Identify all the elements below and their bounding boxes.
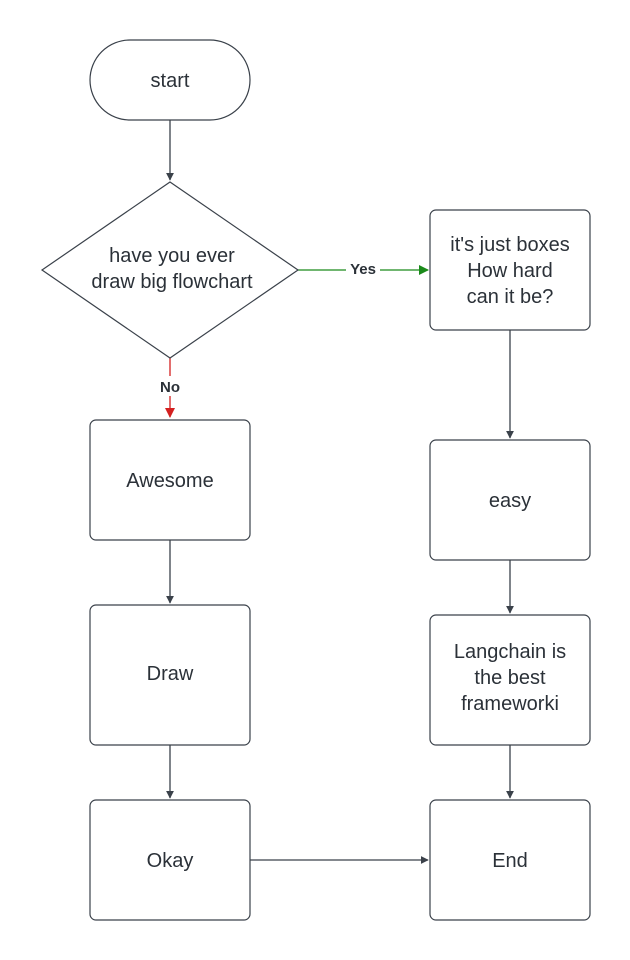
node-draw: Draw	[89, 604, 251, 746]
node-decision: have you ever draw big flowchart	[40, 181, 300, 359]
node-text-awesome: Awesome	[126, 470, 213, 492]
node-text-line: End	[492, 850, 528, 872]
node-text-easy: easy	[489, 490, 531, 512]
edges: Yes No	[155, 120, 514, 864]
node-text-line: Awesome	[126, 470, 213, 492]
node-langchain: Langchain is the best frameworki	[429, 614, 591, 746]
node-text-okay: Okay	[147, 850, 194, 872]
node-start: start	[89, 39, 251, 121]
node-easy: easy	[429, 439, 591, 561]
yes-label-bg	[346, 259, 380, 279]
node-text-langchain: Langchain is the best frameworki	[454, 641, 566, 715]
decision-diamond-shape	[40, 181, 300, 359]
node-text-line: easy	[489, 490, 531, 512]
node-text-line: Draw	[147, 663, 194, 685]
boxes-process-shape	[429, 209, 591, 331]
node-text-line: draw big flowchart	[91, 271, 253, 293]
node-text-line: frameworki	[461, 693, 559, 715]
edge-label-yes: Yes	[350, 261, 376, 278]
node-okay: Okay	[89, 799, 251, 921]
draw-process-shape	[89, 604, 251, 746]
node-text-decision: have you ever draw big flowchart	[91, 245, 253, 293]
node-text-line: Okay	[147, 850, 194, 872]
langchain-process-shape	[429, 614, 591, 746]
node-text-start: start	[151, 70, 190, 92]
node-end: End	[429, 799, 591, 921]
node-text-line: the best	[474, 667, 546, 689]
okay-process-shape	[89, 799, 251, 921]
node-text-draw: Draw	[147, 663, 194, 685]
no-label-bg	[155, 376, 185, 396]
start-terminal-shape	[89, 39, 251, 121]
node-text-line: it's just boxes	[450, 234, 569, 256]
awesome-process-shape	[89, 419, 251, 541]
node-text-line: Langchain is	[454, 641, 566, 663]
end-process-shape	[429, 799, 591, 921]
node-awesome: Awesome	[89, 419, 251, 541]
node-text-line: How hard	[467, 260, 553, 282]
easy-process-shape	[429, 439, 591, 561]
node-text-line: start	[151, 70, 190, 92]
node-text-end: End	[492, 850, 528, 872]
edge-label-no: No	[160, 379, 180, 396]
node-text-line: can it be?	[467, 286, 554, 308]
node-text-line: have you ever	[109, 245, 235, 267]
